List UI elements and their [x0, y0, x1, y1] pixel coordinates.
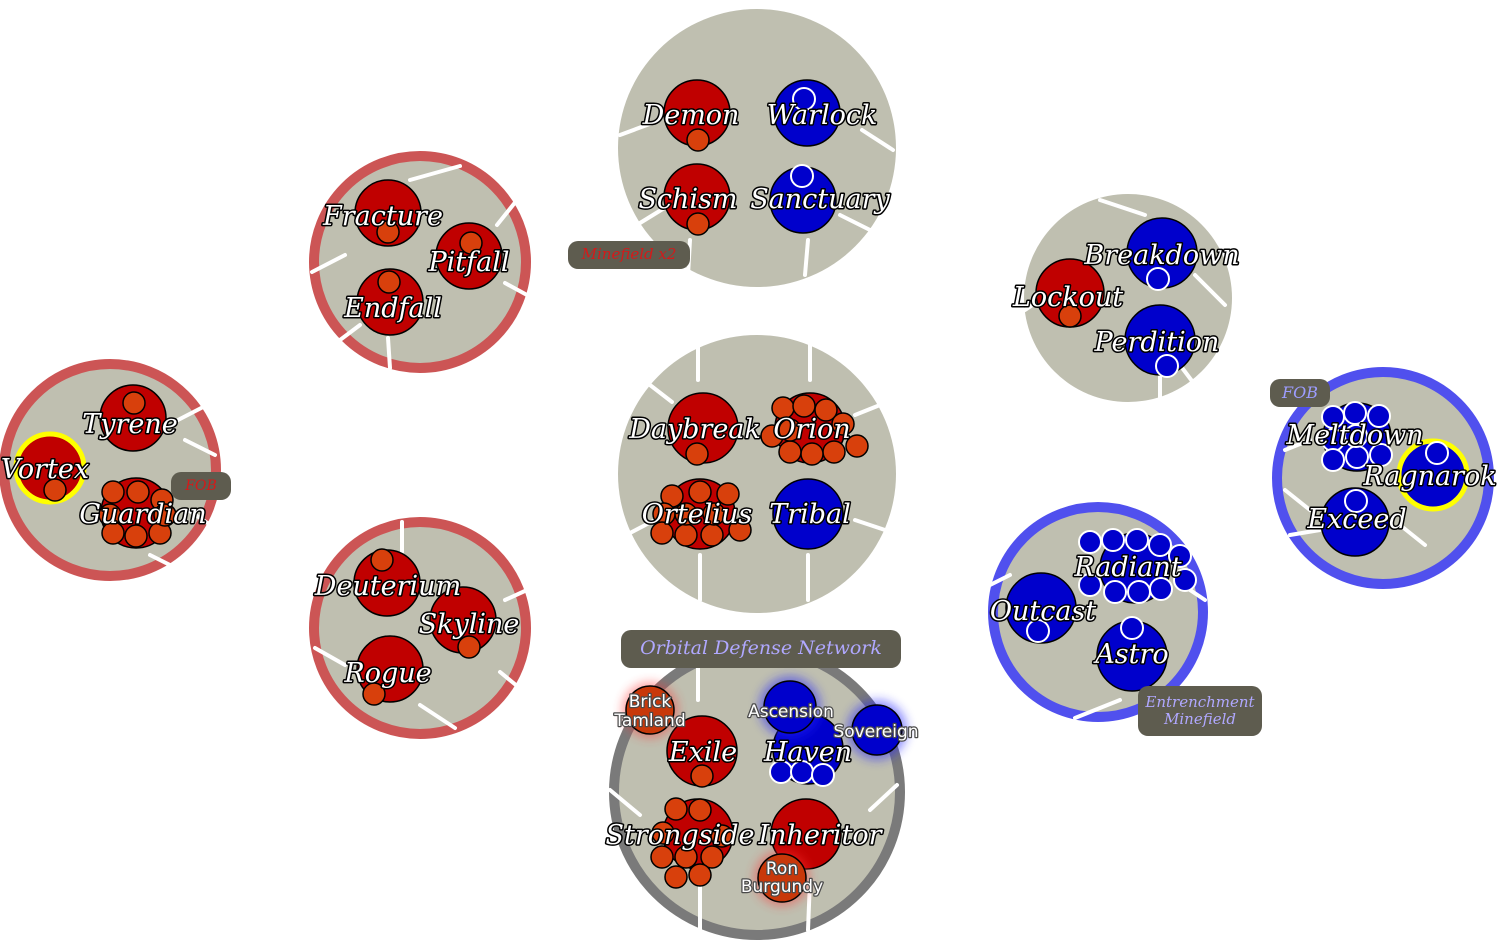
planet-guardian-label[interactable]: Guardian: [78, 498, 208, 532]
planet-demon-label[interactable]: Demon: [640, 99, 741, 133]
planet-exceed-label[interactable]: Exceed: [1305, 503, 1408, 537]
hero-ascension[interactable]: Ascension: [747, 701, 835, 724]
planet-breakdown-label[interactable]: Breakdown: [1082, 239, 1241, 273]
tag-entrenchment-line1: Entrenchment: [1145, 692, 1255, 711]
planet-warlock-label[interactable]: Warlock: [765, 99, 879, 133]
planet-daybreak-label[interactable]: Daybreak: [627, 413, 763, 447]
planet-schism-label[interactable]: Schism: [637, 183, 739, 217]
tag-entrenchment-line2: Minefield: [1164, 710, 1236, 728]
hero-brick-tamland-line1[interactable]: Brick: [627, 691, 672, 714]
system-lower-right[interactable]: Radiant Outcast Astro: [988, 502, 1208, 722]
planet-exile-label[interactable]: Exile: [666, 736, 738, 770]
system-lower-left[interactable]: Deuterium Skyline Rogue: [309, 517, 531, 739]
planet-vortex-label[interactable]: Vortex: [0, 453, 91, 487]
planet-tribal-label[interactable]: Tribal: [768, 498, 853, 532]
planet-deuterium-label[interactable]: Deuterium: [312, 570, 462, 604]
planet-haven-label[interactable]: Haven: [761, 736, 853, 770]
planet-meltdown-label[interactable]: Meltdown: [1284, 419, 1425, 453]
planet-pitfall-label[interactable]: Pitfall: [426, 246, 511, 280]
hero-ron-burgundy-line2[interactable]: Burgundy: [740, 876, 825, 899]
tag-entrenchment-minefield[interactable]: Entrenchment Minefield: [1138, 686, 1262, 736]
tag-minefield-x2[interactable]: Minefield x2: [568, 241, 690, 269]
planet-orion-label[interactable]: Orion: [772, 413, 852, 447]
hero-ron-burgundy-line1[interactable]: Ron: [765, 858, 800, 881]
system-top-center[interactable]: Demon Warlock Schism Sanctuary: [618, 9, 896, 287]
planet-tyrene-label[interactable]: Tyrene: [81, 408, 180, 442]
tag-fob-blue[interactable]: FOB: [1270, 379, 1330, 407]
planet-endfall-label[interactable]: Endfall: [342, 292, 444, 326]
tag-fob-red[interactable]: FOB: [171, 472, 231, 500]
planet-skyline-label[interactable]: Skyline: [417, 608, 521, 642]
planet-inheritor-label[interactable]: Inheritor: [756, 819, 885, 853]
planet-astro-label[interactable]: Astro: [1091, 638, 1170, 672]
planet-lockout-label[interactable]: Lockout: [1010, 281, 1124, 315]
system-upper-left[interactable]: Fracture Pitfall Endfall: [309, 151, 531, 373]
system-upper-right[interactable]: Breakdown Lockout Perdition: [1010, 194, 1241, 402]
planet-rogue-label[interactable]: Rogue: [342, 657, 433, 691]
planet-outcast-label[interactable]: Outcast: [988, 595, 1097, 629]
planet-ragnarok-label[interactable]: Ragnarok: [1361, 460, 1497, 494]
planet-perdition-label[interactable]: Perdition: [1092, 326, 1221, 360]
planet-radiant-label[interactable]: Radiant: [1072, 551, 1183, 585]
tag-orbital-defense-network[interactable]: Orbital Defense Network: [621, 630, 901, 668]
system-far-right[interactable]: Meltdown Ragnarok Exceed: [1272, 367, 1497, 589]
system-far-left[interactable]: Tyrene Vortex Guardian: [0, 359, 221, 581]
planet-strongside-label[interactable]: Strongside: [604, 819, 756, 853]
system-center[interactable]: Daybreak Orion Ortelius Tribal: [618, 335, 896, 613]
system-bottom-center[interactable]: Exile Haven Strongside Inheritor Brick T…: [604, 644, 920, 940]
planet-fracture-label[interactable]: Fracture: [321, 200, 445, 234]
planet-ortelius-label[interactable]: Ortelius: [640, 498, 753, 532]
hero-sovereign[interactable]: Sovereign: [832, 721, 920, 744]
hero-brick-tamland-line2[interactable]: Tamland: [612, 710, 687, 733]
planet-sanctuary-label[interactable]: Sanctuary: [749, 183, 892, 217]
